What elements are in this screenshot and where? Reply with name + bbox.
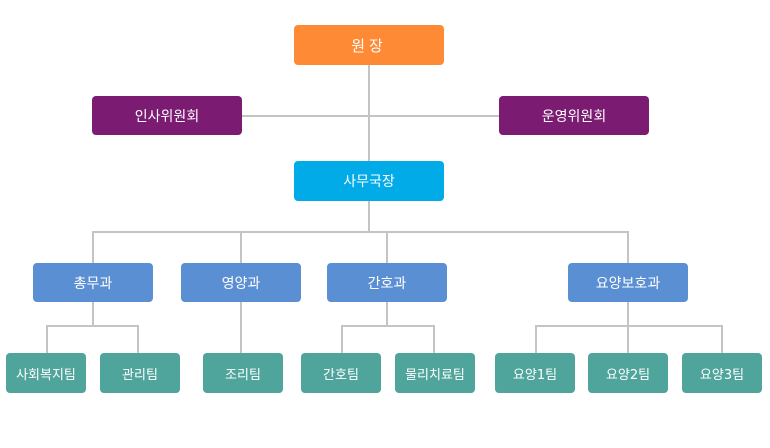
node-dept-general-affairs: 총무과 xyxy=(33,263,153,302)
connector-dept-1-teams-bus xyxy=(46,325,139,327)
node-team-nursing: 간호팀 xyxy=(301,353,381,393)
connector-committees xyxy=(241,115,500,117)
node-team-social-welfare: 사회복지팀 xyxy=(6,353,86,393)
node-director: 원장 xyxy=(294,25,444,65)
node-dept-nutrition: 영양과 xyxy=(181,263,301,302)
connector-team-1-drop xyxy=(46,325,48,353)
connector-team-4-drop xyxy=(341,325,343,353)
node-team-care-1: 요양1팀 xyxy=(495,353,575,393)
connector-dept-1-drop xyxy=(92,231,94,264)
node-committee-personnel: 인사위원회 xyxy=(92,96,242,135)
connector-dept-3-teams-bus xyxy=(341,325,435,327)
node-dept-nursing: 간호과 xyxy=(327,263,447,302)
node-secretary-general: 사무국장 xyxy=(294,161,444,201)
connector-dept-3-drop xyxy=(386,231,388,264)
node-team-physical-therapy: 물리치료팀 xyxy=(395,353,475,393)
connector-team-7-drop xyxy=(627,325,629,353)
connector-dept-4-teams-stem xyxy=(627,301,629,327)
node-team-management: 관리팀 xyxy=(100,353,180,393)
connector-office-departments xyxy=(368,200,370,233)
node-dept-care: 요양보호과 xyxy=(568,263,688,302)
node-team-care-2: 요양2팀 xyxy=(588,353,668,393)
connector-dept-1-teams-stem xyxy=(92,301,94,327)
connector-dept-3-teams-stem xyxy=(386,301,388,327)
connector-departments-bus xyxy=(92,231,629,233)
connector-team-8-drop xyxy=(721,325,723,353)
node-team-cooking: 조리팀 xyxy=(203,353,283,393)
connector-team-5-drop xyxy=(433,325,435,353)
connector-team-6-drop xyxy=(535,325,537,353)
connector-team-2-drop xyxy=(137,325,139,353)
connector-dept-4-teams-bus xyxy=(535,325,723,327)
connector-dept-4-drop xyxy=(627,231,629,264)
connector-dept-2-teams-stem xyxy=(240,301,242,353)
connector-dept-2-drop xyxy=(240,231,242,264)
node-committee-operations: 운영위원회 xyxy=(499,96,649,135)
node-team-care-3: 요양3팀 xyxy=(682,353,762,393)
connector-director-office xyxy=(368,64,370,162)
